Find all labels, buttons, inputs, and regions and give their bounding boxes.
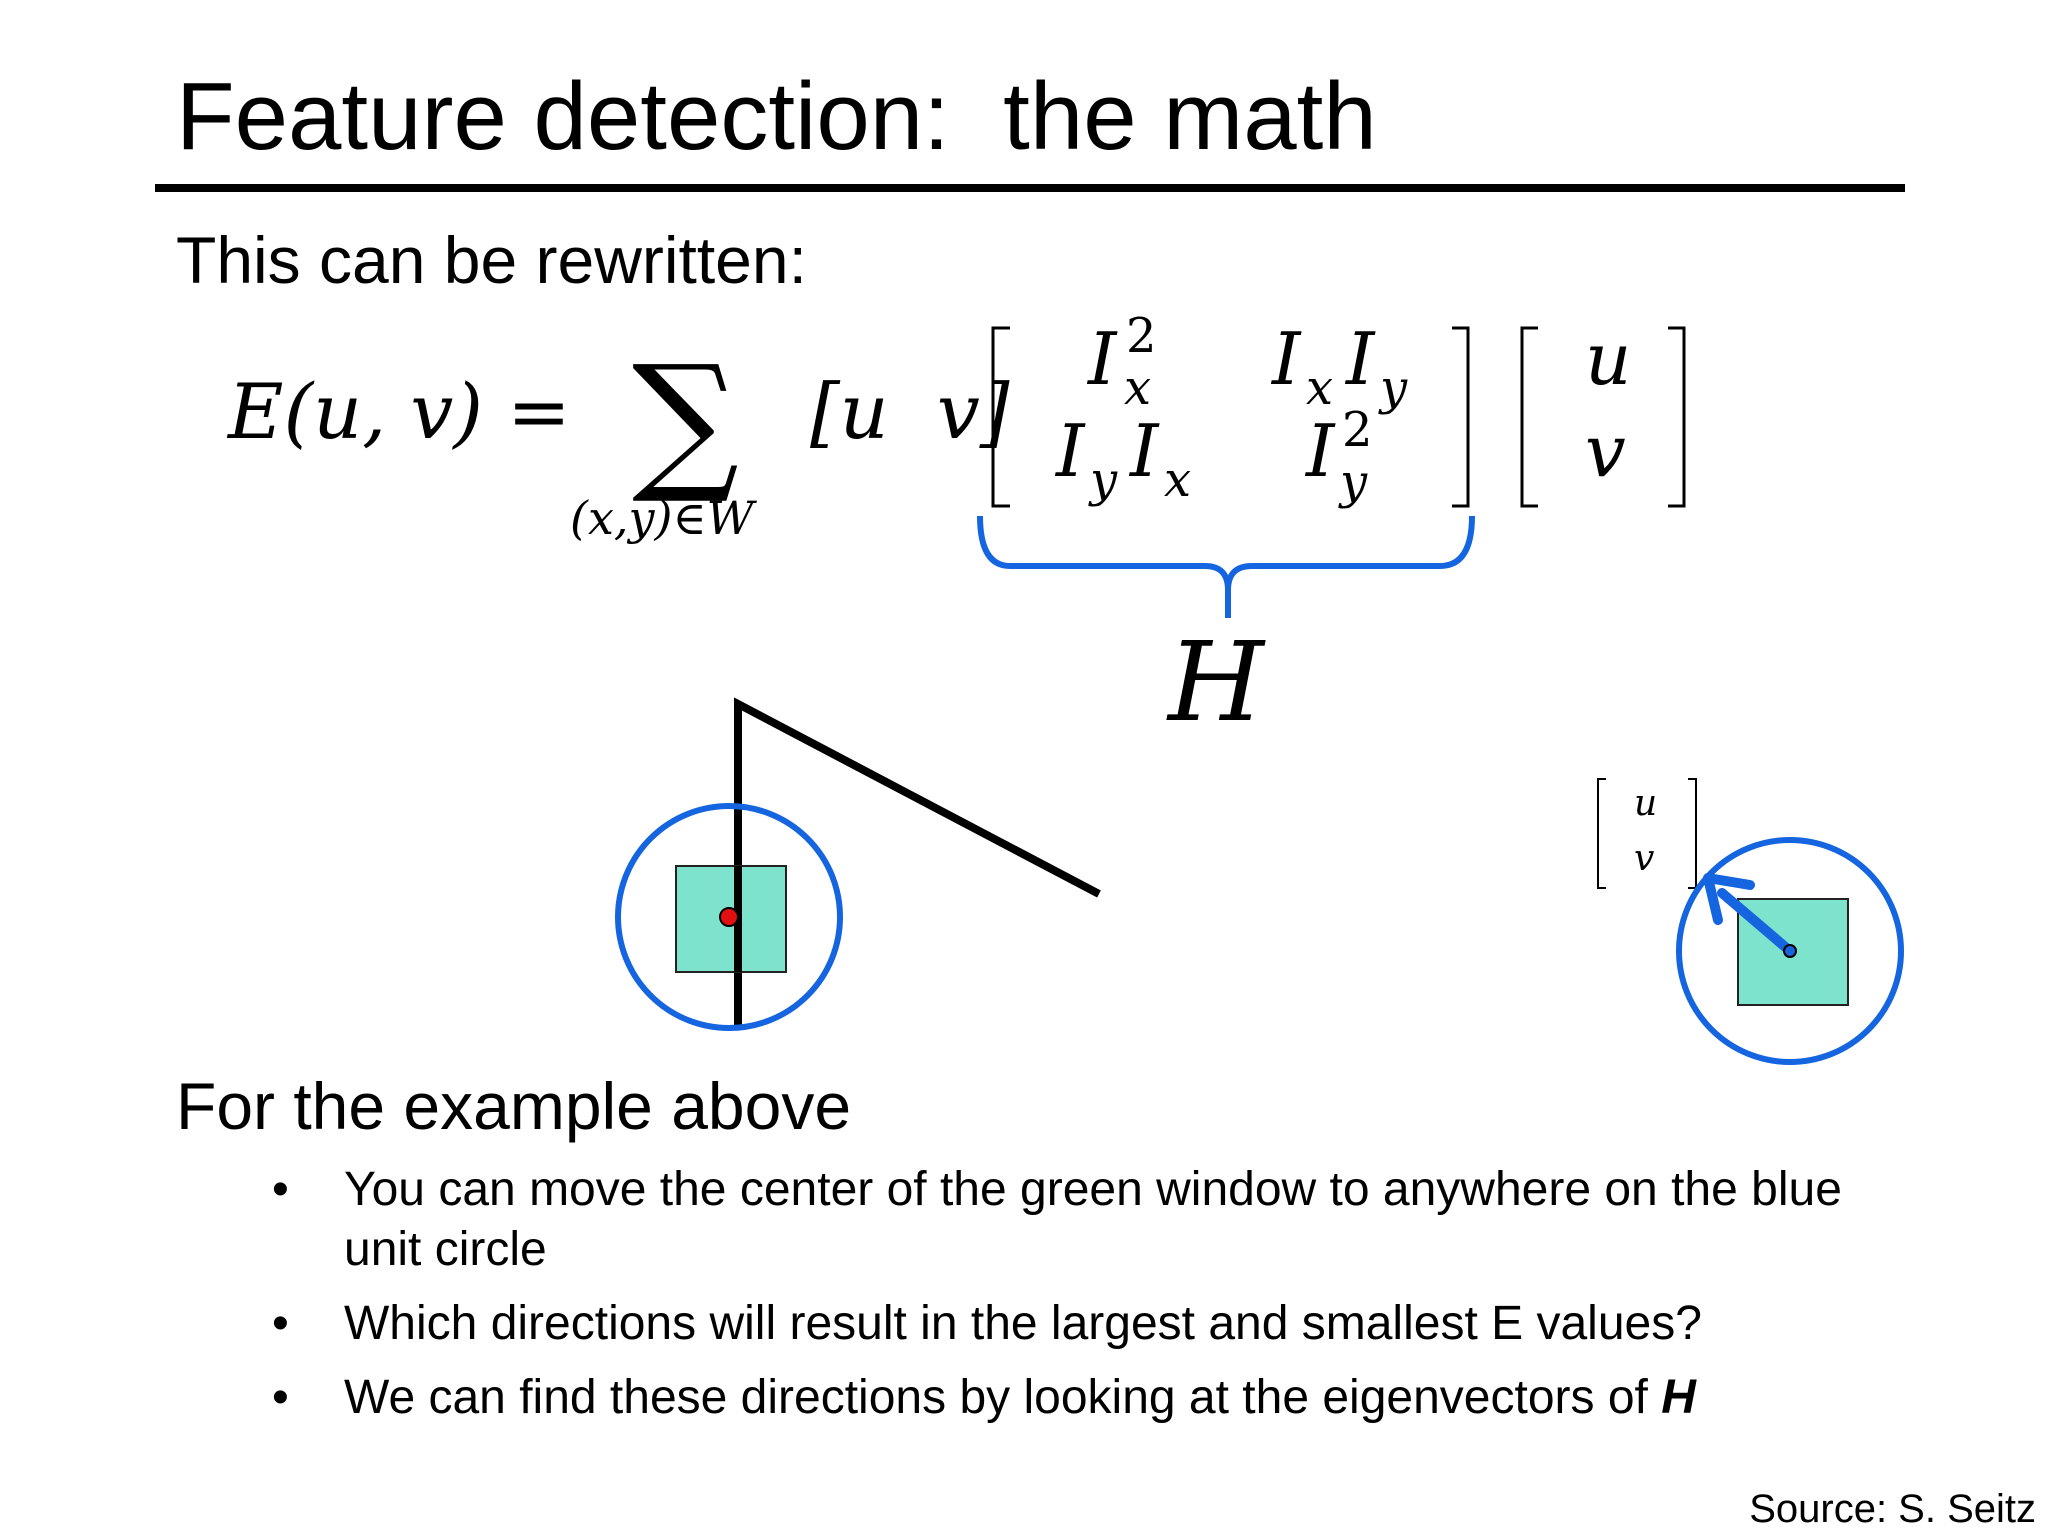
matrix-entry-21: I y I x [1054, 409, 1191, 508]
sum-symbol: ∑ [632, 334, 739, 508]
matrix-underbrace [977, 515, 1475, 618]
shift-center-point [1783, 944, 1797, 958]
bullet-text: You can move the center of the green win… [344, 1163, 1842, 1276]
bullet-dot: • [272, 1297, 289, 1350]
svg-text:2: 2 [1342, 402, 1373, 458]
brace-label-H: H [1166, 618, 1266, 746]
svg-text:I: I [1344, 317, 1376, 401]
column-vector-v: v [1585, 409, 1626, 493]
displacement-arrow-shaft [1717, 888, 1795, 956]
column-vector-right-bracket [1668, 326, 1686, 508]
slide-subtitle: This can be rewritten: [176, 223, 807, 297]
matrix-left-bracket [991, 326, 1010, 508]
source-credit: Source: S. Seitz [1749, 1487, 2036, 1531]
svg-text:2: 2 [1126, 308, 1157, 364]
bullet-text: We can find these directions by looking … [344, 1371, 1662, 1424]
equation: E(u, v) = ∑ (x,y)∈W [u v] I x 2 I x I y … [226, 308, 1686, 746]
edge-example-diagram [615, 697, 1101, 1031]
svg-text:I: I [1304, 409, 1336, 493]
small-vector-v: v [1634, 838, 1654, 879]
svg-text:x: x [1124, 360, 1151, 416]
bullet-list: • You can move the center of the green w… [272, 1160, 1892, 1442]
small-vector-u: u [1634, 783, 1657, 824]
small-vector-left-bracket [1597, 778, 1606, 889]
svg-text:x: x [1164, 452, 1191, 508]
bullet-item: • You can move the center of the green w… [272, 1160, 1892, 1280]
bullet-item: • Which directions will result in the la… [272, 1294, 1892, 1354]
column-vector-left-bracket [1520, 326, 1538, 508]
unit-circle-left [615, 803, 843, 1031]
bullet-item: • We can find these directions by lookin… [272, 1368, 1892, 1428]
title-underline [155, 184, 1905, 192]
bullet-text: Which directions will result in the larg… [344, 1297, 1702, 1350]
matrix-entry-11: I x 2 [1086, 308, 1157, 416]
svg-text:y: y [1378, 360, 1408, 416]
window-center-point [719, 907, 739, 927]
bullet-emphasis-H: H [1661, 1371, 1696, 1424]
svg-text:y: y [1338, 454, 1368, 510]
matrix-entry-22: I y 2 [1304, 402, 1373, 510]
svg-text:x: x [1306, 360, 1333, 416]
bullet-dot: • [272, 1163, 289, 1216]
svg-text:I: I [1270, 317, 1302, 401]
unit-circle-right [1676, 837, 1904, 1065]
matrix-right-bracket [1452, 326, 1470, 508]
slide-title: Feature detection: the math [176, 63, 1377, 170]
equation-lhs: E(u, v) = [226, 367, 571, 456]
svg-text:I: I [1086, 317, 1118, 401]
section-heading: For the example above [176, 1069, 852, 1143]
shift-example-diagram: u v [1597, 778, 1904, 1065]
row-vector-uv: [u v] [810, 367, 1010, 456]
matrix-entry-12: I x I y [1270, 317, 1408, 416]
image-edge-lines [734, 697, 1101, 1028]
svg-text:I: I [1054, 409, 1086, 493]
column-vector-u: u [1585, 317, 1631, 401]
small-vector-right-bracket [1688, 778, 1697, 889]
sum-subscript: (x,y)∈W [570, 491, 757, 545]
displacement-arrow-head [1703, 873, 1755, 925]
svg-text:y: y [1088, 452, 1118, 508]
svg-text:I: I [1128, 409, 1160, 493]
bullet-dot: • [272, 1371, 289, 1424]
